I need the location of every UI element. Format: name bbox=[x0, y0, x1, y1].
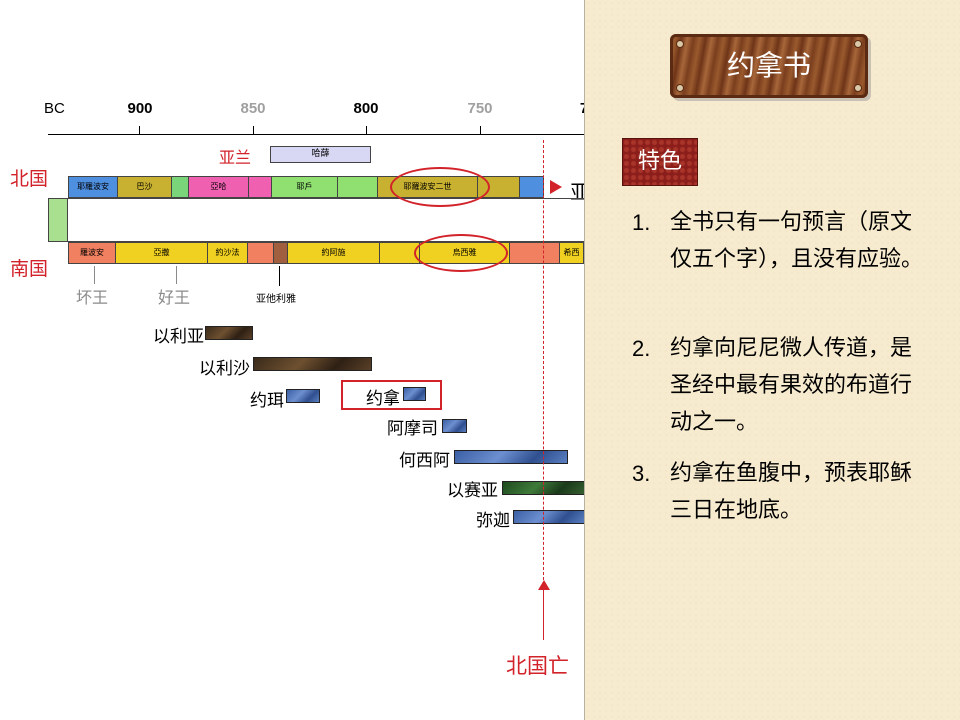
book-title-plaque: 约拿书 bbox=[670, 34, 868, 98]
nail-icon bbox=[854, 84, 862, 92]
good-king-note: 好王 bbox=[158, 288, 191, 307]
feature-item-number: 3. bbox=[632, 461, 651, 486]
united-kingdom-block bbox=[48, 198, 68, 242]
features-heading: 特色 bbox=[637, 149, 682, 174]
south-king-rehoboam: 羅波安 bbox=[69, 243, 115, 263]
prophet-joel-bar bbox=[286, 389, 320, 403]
jonah-highlight-box bbox=[341, 380, 442, 410]
feature-item-text: 全书只有一句预言（原文仅五个字），且没有应验。 bbox=[670, 210, 924, 272]
highlight-jeroboam-ii bbox=[390, 167, 490, 207]
tick-label-850: 850 bbox=[240, 100, 266, 117]
prophet-elisha-bar bbox=[253, 357, 372, 371]
north-king-misc bbox=[519, 177, 543, 197]
prophet-isaiah-label: 以赛亚 bbox=[447, 481, 498, 501]
athaliah-pointer bbox=[279, 266, 280, 286]
feature-item-number: 2. bbox=[632, 336, 651, 361]
bad-king-note: 坏王 bbox=[76, 288, 109, 307]
era-label: BC bbox=[44, 100, 65, 117]
tick bbox=[366, 126, 367, 135]
south-kingdom-label: 南国 bbox=[10, 258, 49, 280]
prophet-hosea-label: 何西阿 bbox=[399, 451, 450, 471]
continuation-arrow-icon bbox=[550, 180, 562, 194]
bad-king-pointer bbox=[94, 266, 95, 284]
features-heading-tag: 特色 bbox=[622, 138, 698, 186]
nail-icon bbox=[676, 84, 684, 92]
highlight-uzziah bbox=[414, 234, 508, 272]
aram-king-hazael: 哈薛 bbox=[270, 146, 371, 163]
tick bbox=[139, 126, 140, 135]
feature-item: 1. 全书只有一句预言（原文仅五个字），且没有应验。 bbox=[632, 204, 932, 316]
prophet-micah-label: 弥迦 bbox=[476, 511, 510, 531]
north-king-jeroboam: 耶羅波安 bbox=[69, 177, 117, 197]
tick-label-750: 750 bbox=[467, 100, 493, 117]
south-king-jehoshaphat: 約沙法 bbox=[207, 243, 247, 263]
prophet-elijah-bar bbox=[205, 326, 253, 340]
south-king-hezekiah: 希西 bbox=[559, 243, 583, 263]
prophet-elisha-label: 以利沙 bbox=[199, 359, 250, 379]
info-panel bbox=[584, 0, 960, 720]
feature-item: 3. 约拿在鱼腹中，预表耶稣三日在地底。 bbox=[632, 455, 932, 531]
feature-item: 2. 约拿向尼尼微人传道，是圣经中最有果效的布道行动之一。 bbox=[632, 330, 932, 442]
tick bbox=[253, 126, 254, 135]
nail-icon bbox=[854, 40, 862, 48]
fall-arrow-icon bbox=[538, 580, 550, 590]
feature-item-number: 1. bbox=[632, 210, 651, 235]
north-king-misc bbox=[171, 177, 188, 197]
prophet-elijah-label: 以利亚 bbox=[153, 327, 204, 347]
south-king-misc bbox=[509, 243, 559, 263]
good-king-pointer bbox=[176, 266, 177, 284]
timeline-axis bbox=[48, 134, 584, 135]
fall-of-north-label: 北国亡 bbox=[506, 654, 569, 678]
south-king-asa: 亞撒 bbox=[115, 243, 207, 263]
north-kingdom-label: 北国 bbox=[10, 168, 49, 190]
prophet-joel-label: 约珥 bbox=[250, 391, 284, 411]
prophet-amos-label: 阿摩司 bbox=[387, 419, 438, 439]
south-king-misc bbox=[379, 243, 419, 263]
kingdom-divider bbox=[48, 198, 584, 242]
north-king-ahab: 亞哈 bbox=[188, 177, 248, 197]
tick-label-800: 800 bbox=[353, 100, 379, 117]
prophet-jonah-label: 约拿 bbox=[366, 389, 400, 409]
feature-item-text: 约拿向尼尼微人传道，是圣经中最有果效的布道行动之一。 bbox=[670, 336, 913, 435]
prophet-jonah-bar bbox=[403, 387, 426, 401]
north-king-misc bbox=[337, 177, 377, 197]
aram-label: 亚兰 bbox=[219, 148, 252, 167]
nail-icon bbox=[676, 40, 684, 48]
south-king-misc bbox=[247, 243, 273, 263]
north-king-baasha: 巴沙 bbox=[117, 177, 171, 197]
book-title: 约拿书 bbox=[726, 49, 811, 82]
tick-label-900: 900 bbox=[127, 100, 153, 117]
north-king-misc bbox=[248, 177, 271, 197]
fall-dashed-line bbox=[543, 140, 544, 580]
fall-arrow-line bbox=[543, 590, 544, 640]
athaliah-note: 亚他利雅 bbox=[256, 294, 296, 305]
prophet-hosea-bar bbox=[454, 450, 568, 464]
prophet-amos-bar bbox=[442, 419, 467, 433]
north-king-jehu: 耶戶 bbox=[271, 177, 337, 197]
south-king-athaliah bbox=[273, 243, 287, 263]
south-king-joash: 約阿施 bbox=[287, 243, 379, 263]
tick bbox=[480, 126, 481, 135]
feature-item-text: 约拿在鱼腹中，预表耶稣三日在地底。 bbox=[670, 461, 913, 523]
prophet-micah-bar bbox=[513, 510, 584, 524]
